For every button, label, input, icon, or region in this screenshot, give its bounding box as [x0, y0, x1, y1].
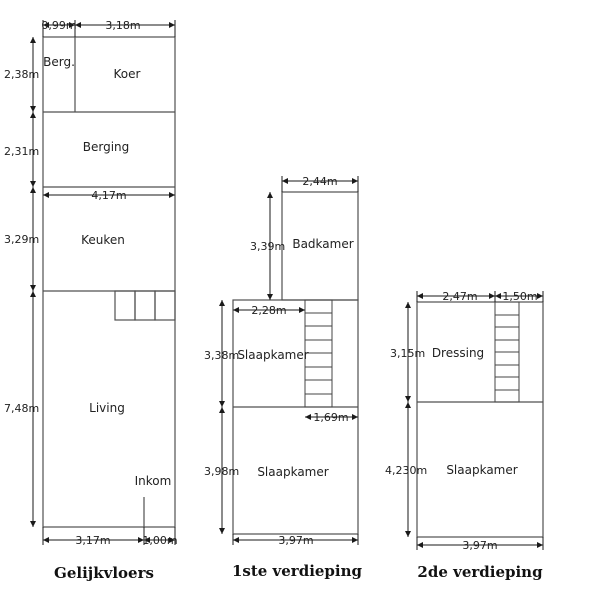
room-label-living: Living — [89, 401, 125, 415]
first-floor-plan: Badkamer Slaapkamer Slaapkamer 2,44m 3,3… — [204, 175, 363, 580]
dimension-label: 3,38m — [204, 349, 239, 362]
room-label-koer: Koer — [114, 67, 141, 81]
dimension-label: 3,18m — [105, 19, 140, 32]
floor-title: 1ste verdieping — [232, 562, 363, 580]
floor-title: 2de verdieping — [417, 563, 543, 581]
second-floor-outline — [416, 301, 544, 538]
dimension-label: 2,31m — [4, 145, 39, 158]
room-label-dressing: Dressing — [432, 346, 484, 360]
room-label-slaapkamer-top: Slaapkamer — [237, 348, 308, 362]
room-label-slaapkamer-bottom: Slaapkamer — [257, 465, 328, 479]
dimension-label: 4,230m — [385, 464, 427, 477]
dimension-label: 7,48m — [4, 402, 39, 415]
dimension-label: 1,69m — [313, 411, 348, 424]
dimension-label: 2,44m — [302, 175, 337, 188]
dimension-label: 2,47m — [442, 290, 477, 303]
dimension-label: 3,15m — [390, 347, 425, 360]
room-label-slaapkamer: Slaapkamer — [446, 463, 517, 477]
dimension-label: 1,00m — [142, 534, 177, 547]
dimension-label: 3,97m — [278, 534, 313, 547]
room-label-keuken: Keuken — [81, 233, 125, 247]
ground-floor-plan: Berg. Koer Berging Keuken Living Inkom 0… — [4, 19, 178, 582]
room-label-badkamer: Badkamer — [292, 237, 353, 251]
stair-block — [114, 290, 136, 321]
dimension-label: 2,28m — [251, 304, 286, 317]
dimension-label: 3,97m — [462, 539, 497, 552]
dimension-label: 3,29m — [4, 233, 39, 246]
room-label-inkom: Inkom — [135, 474, 172, 488]
second-floor-plan: Dressing Slaapkamer 2,47m 1,50m 3,15m 4,… — [385, 290, 544, 581]
ground-floor-outline — [42, 36, 176, 528]
dimension-label: 1,50m — [502, 290, 537, 303]
staircase — [304, 299, 333, 408]
floor-title: Gelijkvloers — [54, 564, 154, 582]
room-label-berg: Berg. — [43, 55, 75, 69]
stair-block — [134, 290, 156, 321]
stair-block — [154, 290, 176, 321]
staircase — [494, 301, 520, 403]
dimension-label: 2,38m — [4, 68, 39, 81]
dimension-label: 4,17m — [91, 189, 126, 202]
dimension-label: 3,39m — [250, 240, 285, 253]
dimension-label: 3,17m — [75, 534, 110, 547]
dimension-label: 0,99m — [41, 19, 76, 32]
room-label-berging: Berging — [83, 140, 130, 154]
dimension-label: 3,98m — [204, 465, 239, 478]
